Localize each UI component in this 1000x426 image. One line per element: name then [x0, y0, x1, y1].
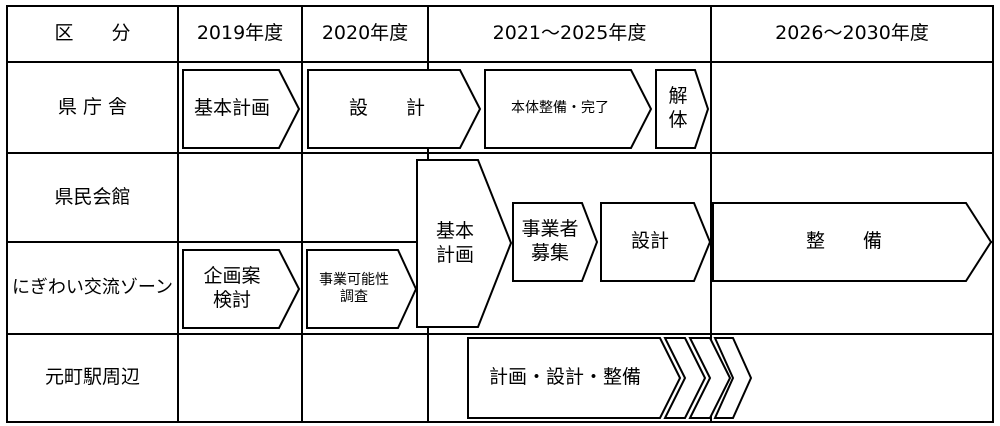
- step-hall-operator-recruit: 事業者 募集: [512, 202, 599, 282]
- step-office-demolition-label: 解 体: [668, 85, 688, 131]
- row-label-nigiwai-zone: にぎわい交流ゾーン: [11, 276, 174, 298]
- continuation-chevron-1: [663, 337, 707, 419]
- step-office-basic-plan: 基本計画: [182, 69, 301, 149]
- continuation-chevron-2: [688, 337, 732, 419]
- step-office-basic-plan-label: 基本計画: [193, 97, 270, 120]
- continuation-chevron-3: [713, 337, 753, 419]
- step-zone-planning-study: 企画案 検討: [182, 249, 301, 329]
- row-label-prefectural-office: 県 庁 舎: [57, 95, 128, 118]
- step-zone-feasibility-label: 事業可能性 調査: [319, 271, 389, 306]
- step-hall-basic-plan-label: 基本 計画: [435, 219, 474, 266]
- row-label-civic-hall: 県民会館: [54, 185, 131, 208]
- step-hall-design-label: 設計: [630, 230, 669, 253]
- step-hall-design: 設計: [600, 202, 712, 282]
- step-office-design: 設 計: [307, 69, 482, 149]
- step-hall-operator-recruit-label: 事業者 募集: [521, 218, 579, 264]
- step-hall-basic-plan: 基本 計画: [416, 159, 513, 328]
- step-office-construction: 本体整備・完了: [484, 69, 653, 149]
- step-hall-development-label: 整 備: [805, 230, 882, 253]
- step-zone-feasibility: 事業可能性 調査: [306, 249, 418, 329]
- step-office-demolition: 解 体: [655, 69, 710, 149]
- step-office-construction-label: 本体整備・完了: [511, 100, 609, 117]
- step-hall-development: 整 備: [712, 202, 993, 282]
- header-2021-2025: 2021～2025年度: [492, 22, 647, 45]
- grid-outer-border: [6, 5, 994, 423]
- header-2019: 2019年度: [196, 22, 284, 45]
- header-2020: 2020年度: [321, 22, 409, 45]
- header-category: 区 分: [54, 22, 131, 45]
- header-2026-2030: 2026～2030年度: [775, 22, 929, 45]
- step-station-plan-design-dev-label: 計画・設計・整備: [488, 366, 641, 389]
- step-office-design-label: 設 計: [348, 97, 425, 120]
- row-label-motomachi-station: 元町駅周辺: [44, 366, 140, 389]
- step-station-plan-design-dev: 計画・設計・整備: [467, 337, 753, 419]
- step-zone-planning-study-label: 企画案 検討: [203, 265, 261, 311]
